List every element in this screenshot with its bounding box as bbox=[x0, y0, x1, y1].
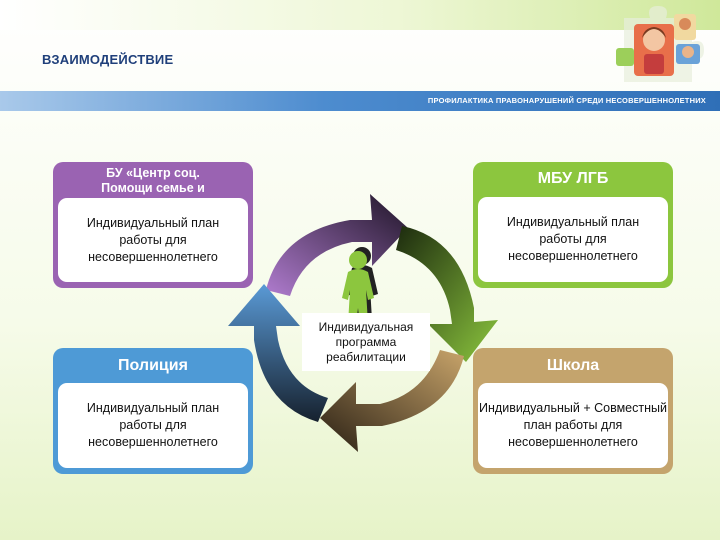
card-body-line: Индивидуальный план bbox=[506, 215, 640, 229]
card-body-line: план работы для bbox=[523, 418, 623, 432]
card-title-line: Помощи семье и bbox=[101, 181, 205, 195]
card-body: Индивидуальный план работы для несоверше… bbox=[58, 198, 248, 282]
subtitle-band bbox=[0, 91, 720, 111]
card-body: Индивидуальный + Совместный план работы … bbox=[478, 383, 668, 468]
card-title: Полиция bbox=[118, 357, 188, 374]
page-subtitle: ПРОФИЛАКТИКА ПРАВОНАРУШЕНИЙ СРЕДИ НЕСОВЕ… bbox=[427, 96, 706, 105]
card-title: БУ «Центр соц. Помощи семье и bbox=[53, 166, 253, 196]
card-family-center: БУ «Центр соц. Помощи семье и Индивидуал… bbox=[53, 162, 253, 288]
arrow-blue bbox=[228, 284, 328, 422]
card-title: Школа bbox=[546, 357, 600, 374]
card-body-line: Индивидуальный + Совместный bbox=[479, 401, 667, 415]
card-body-line: несовершеннолетнего bbox=[508, 435, 638, 449]
center-label: Индивидуальная программа реабилитации bbox=[302, 313, 430, 371]
card-body: Индивидуальный план работы для несоверше… bbox=[478, 197, 668, 282]
card-school: Школа Индивидуальный + Совместный план р… bbox=[473, 348, 673, 474]
card-title-line: БУ «Центр соц. bbox=[106, 166, 200, 180]
top-decor-band bbox=[0, 0, 720, 30]
card-body-line: несовершеннолетнего bbox=[88, 435, 218, 449]
card-body-line: Индивидуальный план bbox=[86, 401, 220, 415]
arrow-purple bbox=[266, 194, 408, 296]
card-title: МБУ ЛГБ bbox=[537, 170, 609, 187]
person-icon bbox=[342, 247, 378, 324]
page-title: ВЗАИМОДЕЙСТВИЕ bbox=[42, 52, 174, 67]
arrow-brown bbox=[320, 350, 464, 452]
card-body-line: работы для bbox=[539, 232, 607, 246]
center-label-line: программа bbox=[335, 334, 397, 349]
card-body-line: несовершеннолетнего bbox=[508, 249, 638, 263]
card-body-line: работы для bbox=[119, 418, 187, 432]
arrow-green bbox=[396, 226, 498, 362]
center-label-line: Индивидуальная bbox=[318, 319, 414, 334]
card-body-line: несовершеннолетнего bbox=[88, 249, 218, 264]
card-police: Полиция Индивидуальный план работы для н… bbox=[53, 348, 253, 474]
card-body: Индивидуальный план работы для несоверше… bbox=[58, 383, 248, 468]
card-mbu-lgb: МБУ ЛГБ Индивидуальный план работы для н… bbox=[473, 162, 673, 288]
cycle-arrows-diagram bbox=[228, 194, 498, 452]
card-body-line: работы для bbox=[119, 232, 187, 247]
card-body-line: Индивидуальный план bbox=[86, 215, 220, 230]
center-label-line: реабилитации bbox=[326, 349, 406, 364]
puzzle-photo-logo bbox=[616, 6, 704, 82]
